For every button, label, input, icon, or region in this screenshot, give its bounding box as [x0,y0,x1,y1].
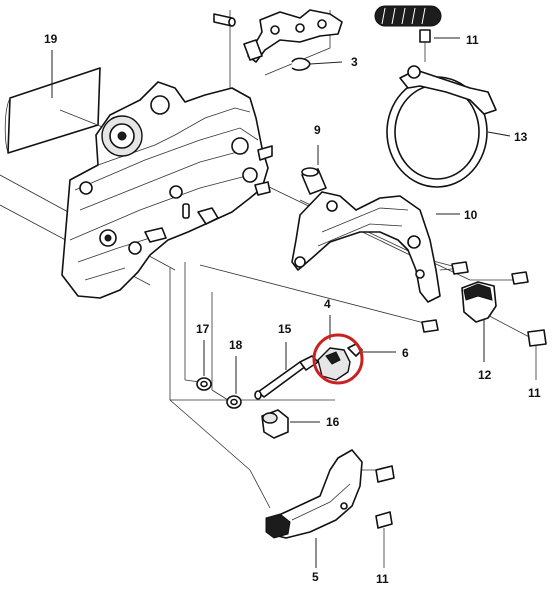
part-4-adjuster [317,315,351,381]
crankcase-housing [61,81,273,299]
callout-13: 13 [514,130,528,144]
part-11-screw-top [419,29,460,62]
callout-6: 6 [402,346,409,360]
callout-11-right: 11 [528,386,541,400]
spring-part [374,5,442,27]
part-5-guard [265,449,363,568]
part-3-circlip [291,57,343,71]
screw-right-b [511,271,529,285]
part-17-washer [196,340,212,391]
callout-3: 3 [351,55,358,69]
callout-16: 16 [326,415,340,429]
part-15-shaft [254,342,319,400]
part-12-block [461,281,497,362]
part-18-washer [226,356,242,409]
callout-11-bottom: 11 [376,572,389,586]
callout-19: 19 [44,32,58,46]
callout-11-top: 11 [466,33,479,47]
callout-4: 4 [324,297,331,311]
screw-right-a [439,261,469,275]
highlight-circle [312,333,364,385]
part-11-screw-right [527,329,547,380]
top-pin-part [213,13,236,27]
callout-17: 17 [196,322,210,336]
screw-mid [421,319,439,333]
callout-9: 9 [314,123,321,137]
brake-lever-part [243,9,343,63]
callout-18: 18 [229,338,243,352]
part-9-sleeve [301,145,327,195]
callout-5: 5 [312,570,319,584]
callout-10: 10 [464,208,478,222]
part-13-brake-band [386,65,511,188]
screw-guard-top [375,465,395,483]
callout-15: 15 [278,322,292,336]
part-11-screw-bottom [375,511,393,568]
part-6-nut [347,343,396,357]
part-16-bolt [261,409,320,439]
callout-12: 12 [478,368,492,382]
part-10-cover [291,191,460,303]
callout-labels: 19 11 3 13 9 10 4 6 17 18 15 16 12 11 5 … [44,32,541,586]
part-19-decal [4,50,111,154]
